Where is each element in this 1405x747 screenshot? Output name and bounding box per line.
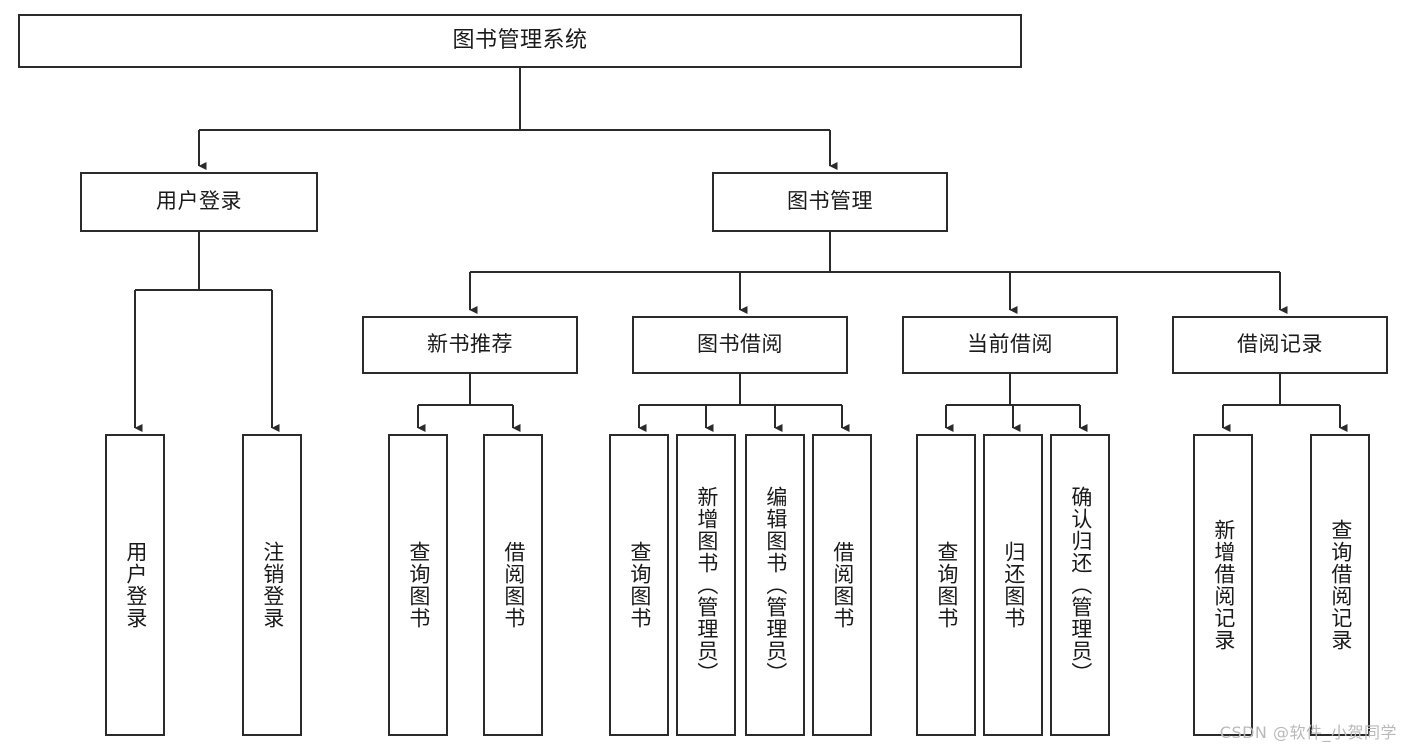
node-level3-3[interactable]: 当前借阅	[902, 316, 1118, 374]
node-level3-label: 借阅记录	[1237, 332, 1323, 357]
node-leaf-13[interactable]: 查询借阅记录	[1310, 434, 1370, 736]
node-level3-label: 新书推荐	[427, 332, 513, 357]
node-level3-1[interactable]: 新书推荐	[362, 316, 578, 374]
node-leaf-8[interactable]: 借阅图书	[812, 434, 872, 736]
node-leaf-label: 归还图书	[1001, 541, 1026, 629]
node-leaf-4[interactable]: 借阅图书	[483, 434, 543, 736]
node-leaf-label: 查询借阅记录	[1328, 519, 1353, 651]
node-leaf-label: 新增借阅记录	[1211, 519, 1236, 651]
node-level3-4[interactable]: 借阅记录	[1172, 316, 1388, 374]
node-leaf-6[interactable]: 新增图书（管理员）	[676, 434, 736, 736]
node-leaf-3[interactable]: 查询图书	[388, 434, 448, 736]
node-leaf-11[interactable]: 确认归还（管理员）	[1050, 434, 1110, 736]
csdn-watermark: CSDN @软件_小贺同学	[1219, 723, 1397, 742]
node-leaf-9[interactable]: 查询图书	[916, 434, 976, 736]
node-level2-label: 图书管理	[787, 189, 873, 214]
node-leaf-label: 注销登录	[260, 541, 285, 629]
node-leaf-label: 用户登录	[123, 541, 148, 629]
node-leaf-label: 编辑图书（管理员）	[763, 486, 788, 684]
node-root-system[interactable]: 图书管理系统	[18, 14, 1022, 68]
node-leaf-label: 查询图书	[934, 541, 959, 629]
node-leaf-label: 借阅图书	[830, 541, 855, 629]
node-level2-2[interactable]: 图书管理	[712, 172, 948, 232]
node-level2-1[interactable]: 用户登录	[80, 172, 318, 232]
node-leaf-label: 查询图书	[627, 541, 652, 629]
node-leaf-7[interactable]: 编辑图书（管理员）	[745, 434, 805, 736]
node-level3-label: 图书借阅	[697, 332, 783, 357]
node-leaf-12[interactable]: 新增借阅记录	[1193, 434, 1253, 736]
node-leaf-5[interactable]: 查询图书	[609, 434, 669, 736]
node-leaf-label: 借阅图书	[501, 541, 526, 629]
node-level2-label: 用户登录	[156, 189, 242, 214]
node-root-label: 图书管理系统	[452, 27, 588, 53]
node-leaf-label: 新增图书（管理员）	[694, 486, 719, 684]
node-leaf-1[interactable]: 用户登录	[105, 434, 165, 736]
node-leaf-label: 查询图书	[406, 541, 431, 629]
node-level3-2[interactable]: 图书借阅	[632, 316, 848, 374]
node-level3-label: 当前借阅	[967, 332, 1053, 357]
node-leaf-2[interactable]: 注销登录	[242, 434, 302, 736]
node-leaf-10[interactable]: 归还图书	[983, 434, 1043, 736]
node-leaf-label: 确认归还（管理员）	[1068, 486, 1093, 684]
